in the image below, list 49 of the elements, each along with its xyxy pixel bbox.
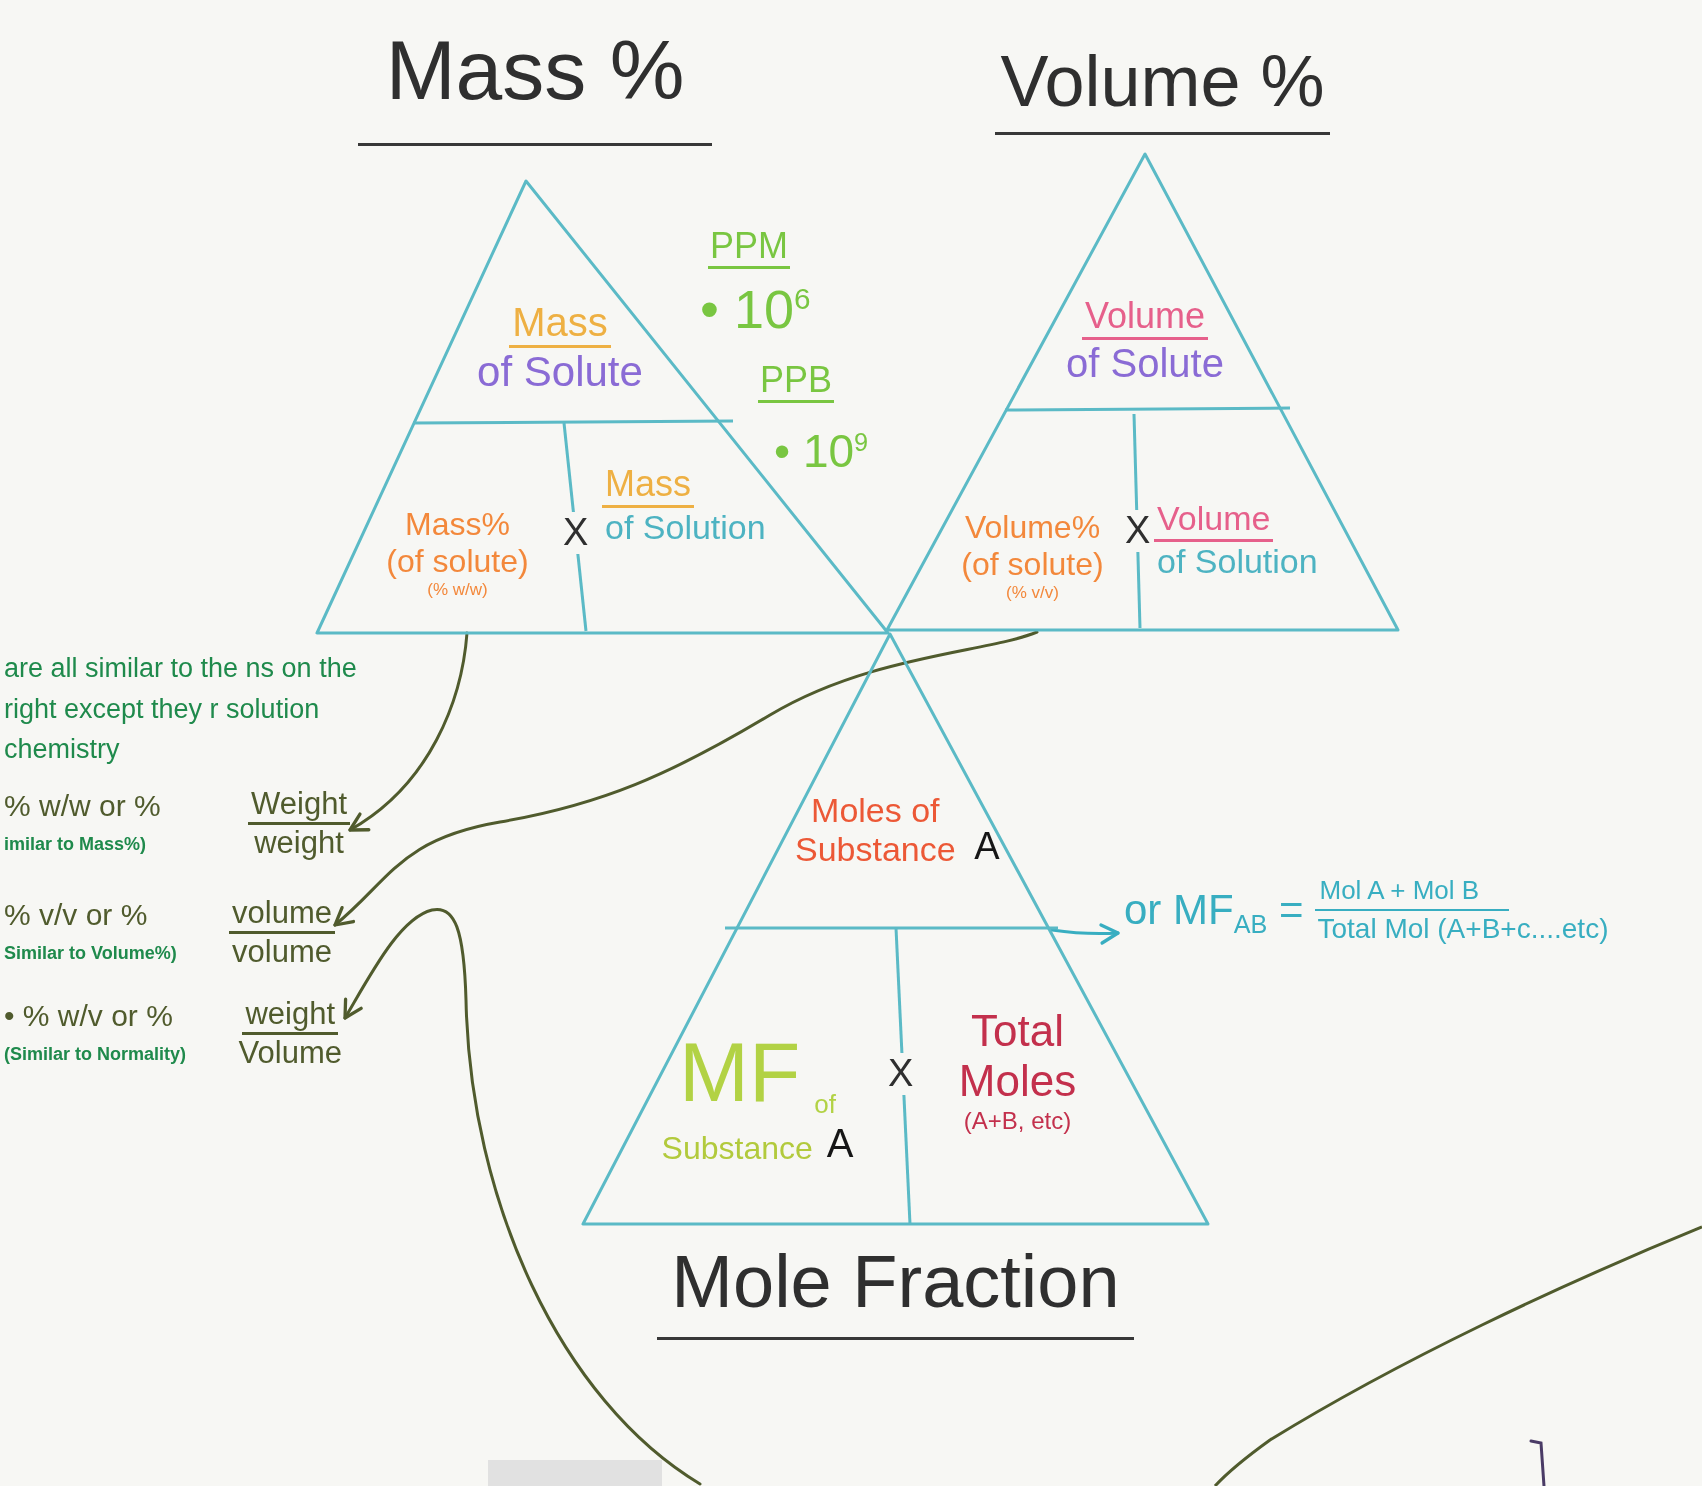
term-text: of Solute — [476, 347, 644, 397]
multiply-sign: X — [1123, 510, 1153, 552]
fraction-numerator: Weight — [248, 786, 350, 825]
note-text: Similar to Volume%) — [4, 942, 177, 965]
term-text: (% w/w) — [426, 579, 489, 600]
term-text: Total Moles — [957, 1005, 1078, 1107]
arrow — [343, 907, 702, 1486]
term-text: Mass% (of solute) — [385, 505, 530, 580]
unit-label: PPM — [708, 226, 790, 269]
heading: Mole Fraction — [657, 1238, 1134, 1340]
note-text: (Similar to Normality) — [4, 1043, 187, 1066]
note-text: are all similar to the ns on the right except they r solution chemistry — [4, 652, 358, 766]
notation-text: • % w/v or % — [4, 998, 173, 1034]
term-text: (% v/v) — [1005, 583, 1060, 603]
notation-text: % v/v or % — [4, 897, 148, 933]
term-text: Volume — [1081, 295, 1209, 340]
multiply-sign: X — [561, 512, 591, 554]
fraction-numerator: Mol A + Mol B — [1315, 874, 1510, 911]
term-text: of Solution — [1156, 541, 1319, 581]
term-text: (A+B, etc) — [962, 1106, 1073, 1135]
heading: Mass % — [358, 20, 712, 146]
term-text: Moles of Substance — [793, 790, 957, 870]
note-text: imilar to Mass%) — [4, 833, 147, 856]
arrow — [333, 630, 1039, 927]
notation-text: % w/w or % — [4, 788, 161, 824]
term-text: A — [825, 1120, 855, 1167]
factor-label: • 10$^{6}$ — [699, 280, 812, 340]
fraction-denominator: Total Mol (A+B+c....etc) — [1316, 911, 1609, 946]
term-text: Mass — [509, 298, 611, 348]
term-text: Substance — [660, 1129, 814, 1167]
multiply-sign: X — [886, 1053, 916, 1095]
term-text: of — [813, 1090, 837, 1121]
term-text: of Solute — [1065, 339, 1225, 386]
term-text: Mass — [602, 463, 694, 508]
term-text: Volume — [1154, 499, 1274, 542]
unit-label: PPB — [758, 360, 835, 403]
term-text: A — [973, 825, 1001, 870]
fraction-numerator: weight — [242, 996, 339, 1035]
arrow — [1050, 923, 1120, 945]
fraction-numerator: volume — [229, 895, 335, 934]
factor-label: • 10$^{9}$ — [773, 426, 870, 477]
heading: Volume % — [995, 38, 1330, 136]
fraction-denominator: weight — [253, 824, 345, 861]
term-text: MF — [678, 1023, 802, 1121]
fraction-denominator: volume — [231, 933, 333, 970]
fraction-denominator: Volume — [237, 1034, 343, 1071]
term-text: Volume% (of solute) — [960, 509, 1105, 583]
term-text: of Solution — [604, 507, 767, 547]
formula-text: or MF$_{AB}$ = — [1124, 885, 1304, 936]
